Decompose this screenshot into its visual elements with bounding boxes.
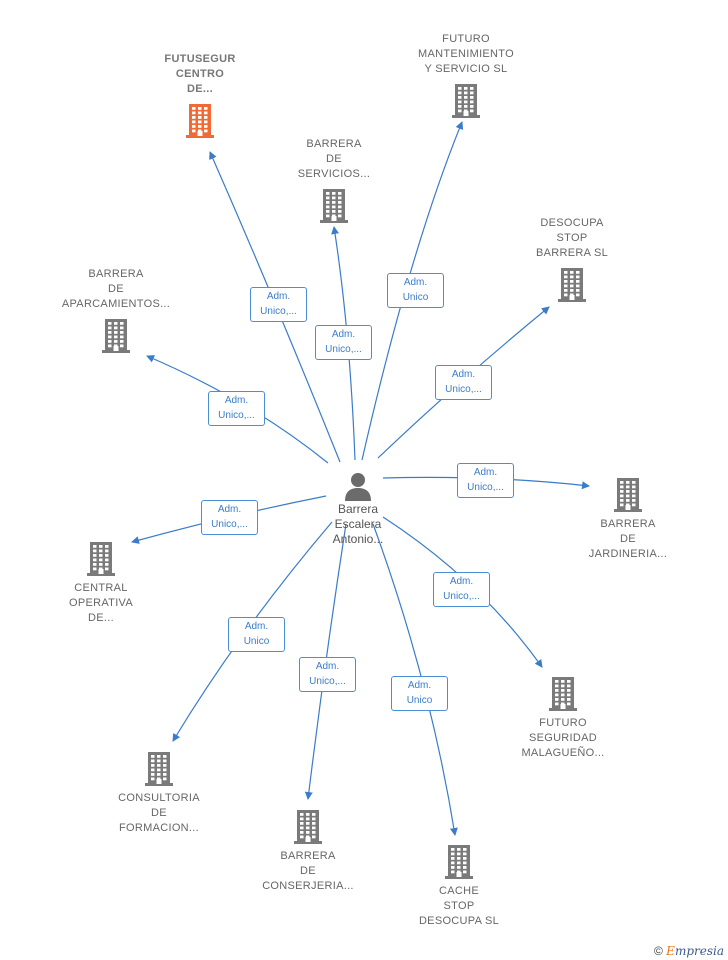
company-node-futuro-seguridad[interactable]: FUTURO SEGURIDAD MALAGUEÑO... (498, 675, 628, 761)
edge-futuro-mantenimiento (361, 121, 464, 461)
person-icon (318, 470, 398, 502)
edge-label-futuro-mantenimiento[interactable]: Adm. Unico (387, 273, 444, 308)
building-icon (563, 476, 693, 512)
edge-label-barrera-servicios[interactable]: Adm. Unico,... (315, 325, 372, 360)
company-label: BARRERA DE APARCAMIENTOS... (61, 268, 171, 310)
footer-brand: © Empresia (654, 944, 724, 958)
building-icon (36, 540, 166, 576)
company-node-barrera-aparcamientos[interactable]: BARRERA DE APARCAMIENTOS... (51, 267, 181, 353)
edge-label-futuro-seguridad[interactable]: Adm. Unico,... (433, 572, 490, 607)
company-label: BARRERA DE SERVICIOS... (297, 138, 371, 180)
company-node-desocupa-stop[interactable]: DESOCUPA STOP BARRERA SL (507, 216, 637, 302)
company-node-futuro-mantenimiento[interactable]: FUTURO MANTENIMIENTO Y SERVICIO SL (401, 32, 531, 118)
building-icon (135, 102, 265, 138)
edge-label-desocupa-stop[interactable]: Adm. Unico,... (435, 365, 492, 400)
company-node-central-operativa[interactable]: CENTRAL OPERATIVA DE... (36, 540, 166, 626)
company-node-barrera-jardineria[interactable]: BARRERA DE JARDINERIA... (563, 476, 693, 562)
company-label: FUTUSEGUR CENTRO DE... (164, 53, 236, 95)
company-label: FUTURO SEGURIDAD MALAGUEÑO... (521, 717, 605, 759)
company-node-cache-stop[interactable]: CACHE STOP DESOCUPA SL (394, 843, 524, 929)
company-label: BARRERA DE CONSERJERIA... (262, 850, 354, 892)
building-icon (394, 843, 524, 879)
edge-label-barrera-aparcamientos[interactable]: Adm. Unico,... (208, 391, 265, 426)
building-icon (507, 266, 637, 302)
brand-initial: E (666, 944, 675, 958)
company-label: CACHE STOP DESOCUPA SL (418, 885, 500, 927)
company-label: FUTURO MANTENIMIENTO Y SERVICIO SL (418, 33, 514, 75)
edge-label-cache-stop[interactable]: Adm. Unico (391, 676, 448, 711)
company-node-barrera-servicios[interactable]: BARRERA DE SERVICIOS... (269, 137, 399, 223)
building-icon (51, 317, 181, 353)
company-label: CENTRAL OPERATIVA DE... (68, 582, 134, 624)
company-node-futusegur[interactable]: FUTUSEGUR CENTRO DE... (135, 52, 265, 138)
edge-label-barrera-jardineria[interactable]: Adm. Unico,... (457, 463, 514, 498)
building-icon (498, 675, 628, 711)
building-icon (269, 187, 399, 223)
building-icon (243, 808, 373, 844)
edge-label-barrera-conserjeria[interactable]: Adm. Unico,... (299, 657, 356, 692)
edge-label-consultoria[interactable]: Adm. Unico (228, 617, 285, 652)
center-person-label: Barrera Escalera Antonio... (332, 502, 384, 546)
edge-label-futusegur[interactable]: Adm. Unico,... (250, 287, 307, 322)
copyright-symbol: © (653, 944, 663, 958)
company-node-consultoria[interactable]: CONSULTORIA DE FORMACION... (94, 750, 224, 836)
company-label: CONSULTORIA DE FORMACION... (118, 792, 200, 834)
building-icon (94, 750, 224, 786)
edge-label-central-operativa[interactable]: Adm. Unico,... (201, 500, 258, 535)
company-label: DESOCUPA STOP BARRERA SL (535, 217, 609, 259)
building-icon (401, 82, 531, 118)
company-node-barrera-conserjeria[interactable]: BARRERA DE CONSERJERIA... (243, 808, 373, 894)
brand-name: mpresia (674, 944, 724, 958)
company-label: BARRERA DE JARDINERIA... (588, 518, 668, 560)
center-person-node[interactable]: Barrera Escalera Antonio... (318, 470, 398, 547)
